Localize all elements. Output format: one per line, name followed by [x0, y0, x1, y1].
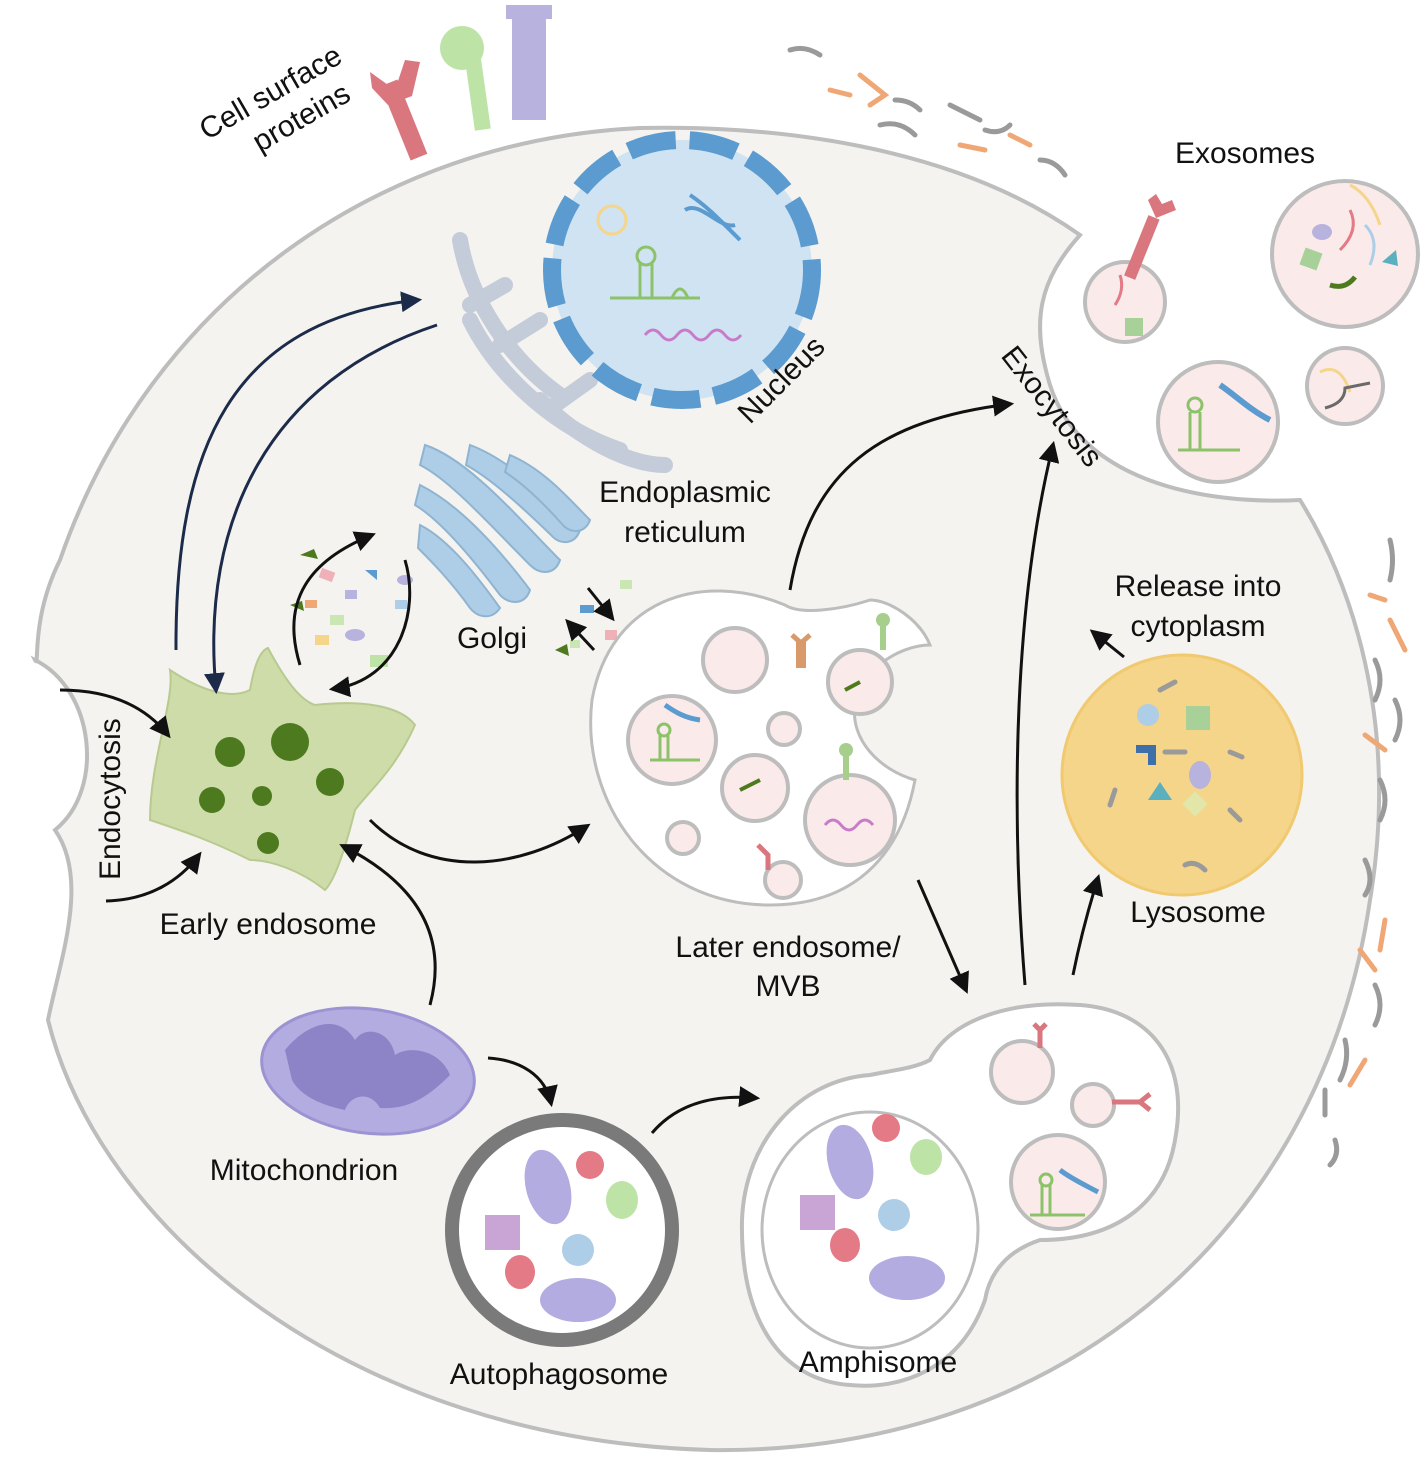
label-exosomes: Exosomes [1175, 137, 1315, 170]
arrow-mitochondrion-to-endosome [339, 844, 437, 1006]
plasmid-icon [596, 204, 628, 236]
arrow-endosome-to-er [174, 291, 423, 651]
dna-icon [683, 193, 742, 242]
arrow-autophagosome-to-amphisome [650, 1086, 761, 1134]
label-er-line2: reticulum [624, 516, 746, 549]
label-release-line2: cytoplasm [1130, 610, 1265, 643]
label-lysosome: Lysosome [1130, 896, 1266, 929]
label-er-line1: Endoplasmic [599, 476, 771, 509]
arrow-endosome-to-mvb [368, 818, 591, 864]
mitochondrion [260, 1006, 476, 1136]
arrow-endosome-to-golgi [292, 531, 376, 666]
cell-surface-receptor-purple [506, 5, 552, 120]
arrow-golgi-to-endosome [328, 559, 412, 698]
early-endosome [148, 646, 417, 892]
arrow-mvb-to-exocytosis [788, 395, 1015, 591]
autophagosome [445, 1113, 679, 1347]
label-later-endosome-line1: Later endosome/ [675, 931, 901, 964]
arrow-amphisome-to-lysosome [1071, 873, 1104, 976]
label-autophagosome: Autophagosome [450, 1358, 669, 1391]
cell-surface-receptor-red [370, 60, 428, 161]
label-mitochondrion: Mitochondrion [210, 1154, 398, 1187]
mrna-icon [643, 328, 743, 342]
arrow-mitochondrion-to-autophagosome [487, 1056, 558, 1108]
arrow-entry-bottom [105, 851, 202, 903]
lysosome [1060, 653, 1304, 897]
pathway-arrows [59, 291, 1125, 1134]
label-cell-surface-proteins: Cell surface proteins [194, 39, 356, 159]
rna-hairpin-icon [610, 245, 700, 300]
golgi-apparatus [413, 443, 592, 618]
label-golgi: Golgi [457, 622, 527, 655]
arrow-entry-top [59, 688, 171, 739]
arrow-mvb-to-golgi [565, 618, 596, 652]
arrow-golgi-to-mvb [586, 587, 615, 622]
amphisome [739, 1002, 1181, 1388]
arrow-amphisome-to-exocytosis [1015, 440, 1060, 986]
arrow-lysosome-release [1089, 629, 1125, 659]
arrow-er-to-endosome [203, 323, 438, 695]
arrow-mvb-to-amphisome [916, 879, 969, 994]
extracellular-fragments [787, 45, 1408, 1168]
later-endosome-mvb [589, 589, 933, 907]
label-amphisome: Amphisome [799, 1346, 957, 1379]
nucleus [543, 131, 821, 409]
endoplasmic-reticulum [452, 232, 673, 473]
label-early-endosome: Early endosome [160, 908, 377, 941]
label-later-endosome-line2: MVB [755, 970, 820, 1003]
label-endocytosis: Endocytosis [94, 718, 127, 880]
cell-surface-receptor-green [440, 26, 491, 131]
exosomes-group [1083, 179, 1420, 484]
label-release-line1: Release into [1115, 570, 1282, 603]
